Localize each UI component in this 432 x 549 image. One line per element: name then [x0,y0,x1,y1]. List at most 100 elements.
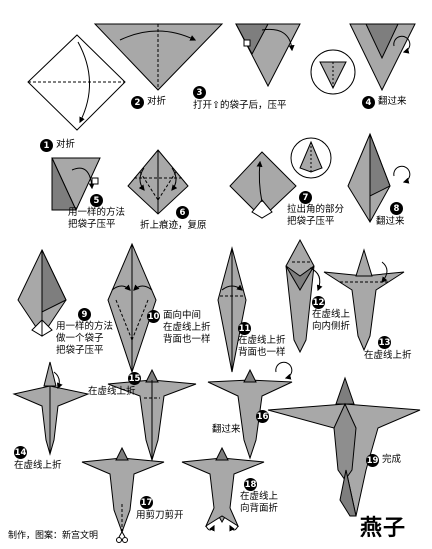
step-label-16: 16 翻过来 [212,410,269,436]
diagram-step-4 [349,23,416,92]
step-label-4: 4 翻过来 [362,96,407,109]
scissors-icon [116,529,128,543]
fold-arrow-icon [71,167,95,190]
diagram-step-14 [12,361,90,456]
step-number-badge: 13 [378,336,391,349]
diagram-step-16 [207,361,293,460]
diagram-step-17 [81,446,165,543]
step-label-9: 9 用一样的方法做一个袋子把袋子压平 [56,308,113,357]
step-instruction: 在虚线上折 [163,322,211,333]
step-number-badge: 1 [40,139,53,152]
step-instruction: 把袋子压平 [56,345,104,356]
step-instruction: 对折 [147,96,167,107]
step-instruction: 在虚线上折 [364,350,412,361]
step-instruction: 在虚线上折 [88,386,136,397]
step-instruction: 用剪刀剪开 [136,510,184,521]
step-instruction: 拉出角的部分 [287,204,345,215]
step-instruction: 完成 [382,454,402,465]
step-instruction: 做一个袋子 [56,333,104,344]
diagram-step-7 [229,137,332,219]
step-label-12: 12 在虚线上向内侧折 [312,296,350,333]
step-instruction: 对折 [56,139,76,150]
step-number-badge: 2 [131,96,144,109]
step-instruction: 折上痕迹，复原 [140,220,207,231]
step-label-7: 7 拉出角的部分把袋子压平 [287,191,344,228]
step-number-badge: 7 [299,191,312,204]
step-number-badge: 12 [312,296,325,309]
fold-arrow-icon [53,371,63,390]
step-instruction: 用一样的方法 [68,207,126,218]
turn-over-arrow-icon [275,361,293,380]
step-instruction: 背面也一样 [238,347,286,358]
diagram-step-1 [27,34,126,131]
fold-arrow-icon [205,524,215,532]
step-number-badge: 4 [362,96,375,109]
fold-arrow-icon [119,30,197,41]
step-instruction: 用一样的方法 [56,321,114,332]
step-instruction: 向背面折 [240,503,279,514]
step-number-badge: 10 [147,310,160,323]
fold-arrow-icon [171,167,178,191]
step-label-2: 2 对折 [131,96,166,109]
turn-over-arrow-icon [393,35,411,54]
step-label-13: 13 在虚线上折 [364,336,412,362]
step-instruction: 向内侧折 [312,321,351,332]
step-label-11: 11 在虚线上折背面也一样 [238,322,286,359]
step-label-3: 3 打开⇧的袋子后，压平 [193,86,286,112]
diagram-step-3 [235,23,356,95]
step-instruction: 翻过来 [378,96,407,107]
step-instruction: 背面也一样 [163,334,211,345]
step-label-10: 10 面向中间在虚线上折背面也一样 [147,310,211,346]
step-instruction: 在虚线上 [312,309,351,320]
step-number-badge: 5 [90,194,103,207]
step-label-19: 19 完成 [366,454,401,467]
diagram-step-2 [93,23,224,91]
diagram-step-6 [127,149,189,215]
fold-arrow-icon [229,524,239,532]
fold-arrow-icon [261,28,295,52]
step-label-18: 18 在虚线上向背面折 [240,478,278,515]
step-instruction: 在虚线上折 [14,460,62,471]
step-number-badge: 16 [256,410,269,423]
diagram-step-10 [107,242,157,374]
step-label-17: 17 用剪刀剪开 [136,496,184,522]
step-number-badge: 15 [128,372,141,385]
step-number-badge: 14 [14,446,27,459]
step-number-badge: 17 [140,496,153,509]
step-number-badge: 19 [366,454,379,467]
diagram-step-5 [51,157,101,212]
step-instruction: 翻过来 [212,424,241,435]
page-title: 燕子 [360,515,407,541]
fold-arrow-icon [111,284,131,291]
step-label-1: 1 对折 [40,139,75,152]
fold-arrow-icon [309,267,323,292]
diagram-step-13 [323,248,405,352]
step-number-badge: 6 [176,206,189,219]
step-instruction: 把袋子压平 [287,216,335,227]
diagram-step-12 [285,238,323,354]
pull-arrow-icon [256,160,263,203]
fold-arrow-icon [133,284,153,291]
diagram-step-19-finished [267,376,421,517]
diagram-step-11 [217,246,247,373]
step-number-badge: 18 [244,478,257,491]
fold-arrow-icon [77,41,90,124]
step-label-6: 6 折上痕迹，复原 [140,206,207,232]
step-number-badge: 11 [238,322,251,335]
step-label-15: 15 在虚线上折 [88,372,141,398]
step-number-badge: 9 [78,308,91,321]
step-label-5: 5 用一样的方法把袋子压平 [68,194,125,231]
step-number-badge: 3 [193,86,206,99]
fold-arrow-icon [381,261,388,283]
step-instruction: 打开⇧的袋子后，压平 [193,100,287,111]
diagram-step-8 [347,132,411,223]
fold-arrow-icon [138,167,145,191]
diagram-step-9 [17,248,67,337]
fold-arrow-icon [221,284,243,291]
step-instruction: 把袋子压平 [68,219,116,230]
step-instruction: 翻过来 [376,216,405,227]
diagram-step-15 [107,368,197,462]
step-label-8: 8 翻过来 [376,202,405,228]
step-number-badge: 8 [390,202,403,215]
